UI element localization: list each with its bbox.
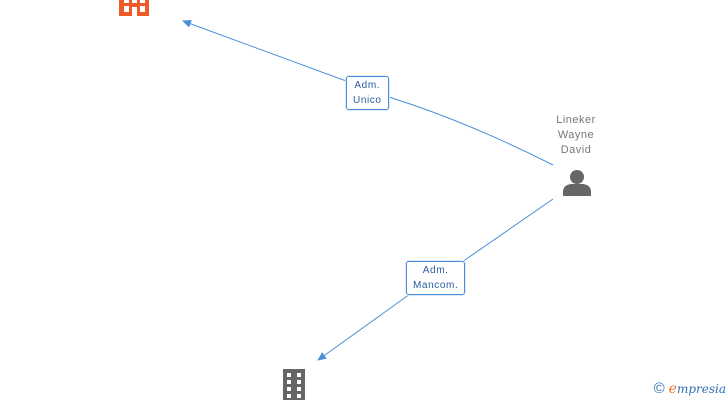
edge-label-line: Adm.: [422, 265, 449, 276]
person-name-line: Wayne: [557, 129, 595, 141]
edge-label-line: Unico: [353, 95, 382, 106]
brand-initial: e: [668, 380, 677, 397]
brand-name: mpresia: [676, 381, 726, 396]
copyright-icon: ©: [653, 380, 665, 397]
person-icon[interactable]: [563, 170, 591, 196]
edge-adm-unico: [182, 20, 554, 166]
edge-label-adm-unico[interactable]: Adm. Unico: [346, 76, 389, 110]
building-icon[interactable]: [119, 0, 149, 16]
person-name-line: Lineker: [556, 114, 596, 126]
edge-label-line: Adm.: [354, 80, 381, 91]
person-name[interactable]: Lineker Wayne David: [540, 113, 612, 158]
edge-label-line: Mancom.: [413, 280, 459, 291]
building-icon[interactable]: [283, 369, 305, 400]
edge-adm-mancom: [318, 198, 554, 360]
person-name-line: David: [560, 144, 592, 156]
edge-label-adm-mancom[interactable]: Adm. Mancom.: [406, 261, 466, 295]
